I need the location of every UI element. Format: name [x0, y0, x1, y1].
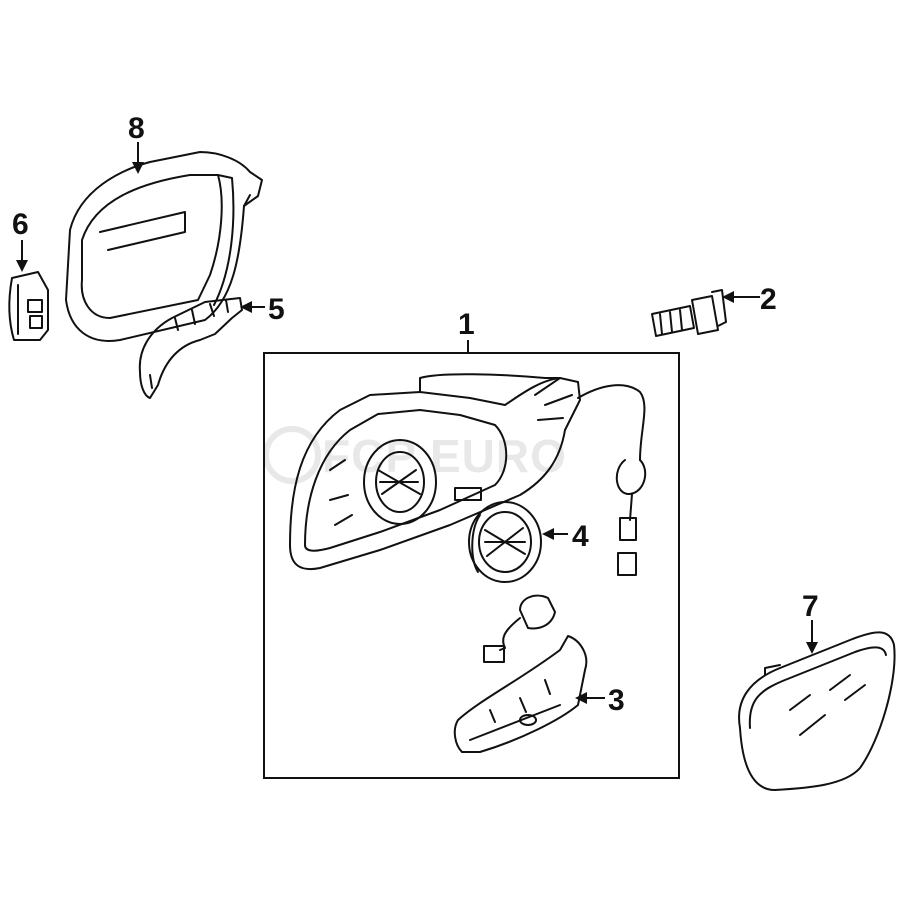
watermark: FCP EURO — [263, 426, 567, 484]
callout-6: 6 — [12, 208, 29, 241]
part-7-mirror-glass[interactable] — [738, 631, 896, 791]
leader-lines — [16, 142, 818, 704]
part-1-mirror-housing[interactable] — [289, 373, 647, 576]
assembly-box — [263, 352, 680, 779]
watermark-text: FCP EURO — [322, 430, 567, 482]
callout-7: 7 — [802, 590, 819, 623]
callout-5: 5 — [268, 293, 285, 326]
part-4-motor-disk[interactable] — [468, 501, 542, 583]
part-6-clip[interactable] — [8, 271, 49, 341]
callout-4: 4 — [572, 520, 589, 553]
callout-1: 1 — [458, 308, 475, 341]
callout-labels: 1 2 3 4 5 6 7 8 — [12, 112, 819, 717]
callout-2: 2 — [760, 283, 777, 316]
part-2-bolt[interactable] — [651, 289, 727, 337]
part-5-trim-strip[interactable] — [138, 297, 243, 399]
callout-3: 3 — [608, 684, 625, 717]
part-8-mirror-cover[interactable] — [65, 151, 263, 342]
callout-8: 8 — [128, 112, 145, 145]
part-3-lower-trim[interactable] — [453, 594, 588, 753]
